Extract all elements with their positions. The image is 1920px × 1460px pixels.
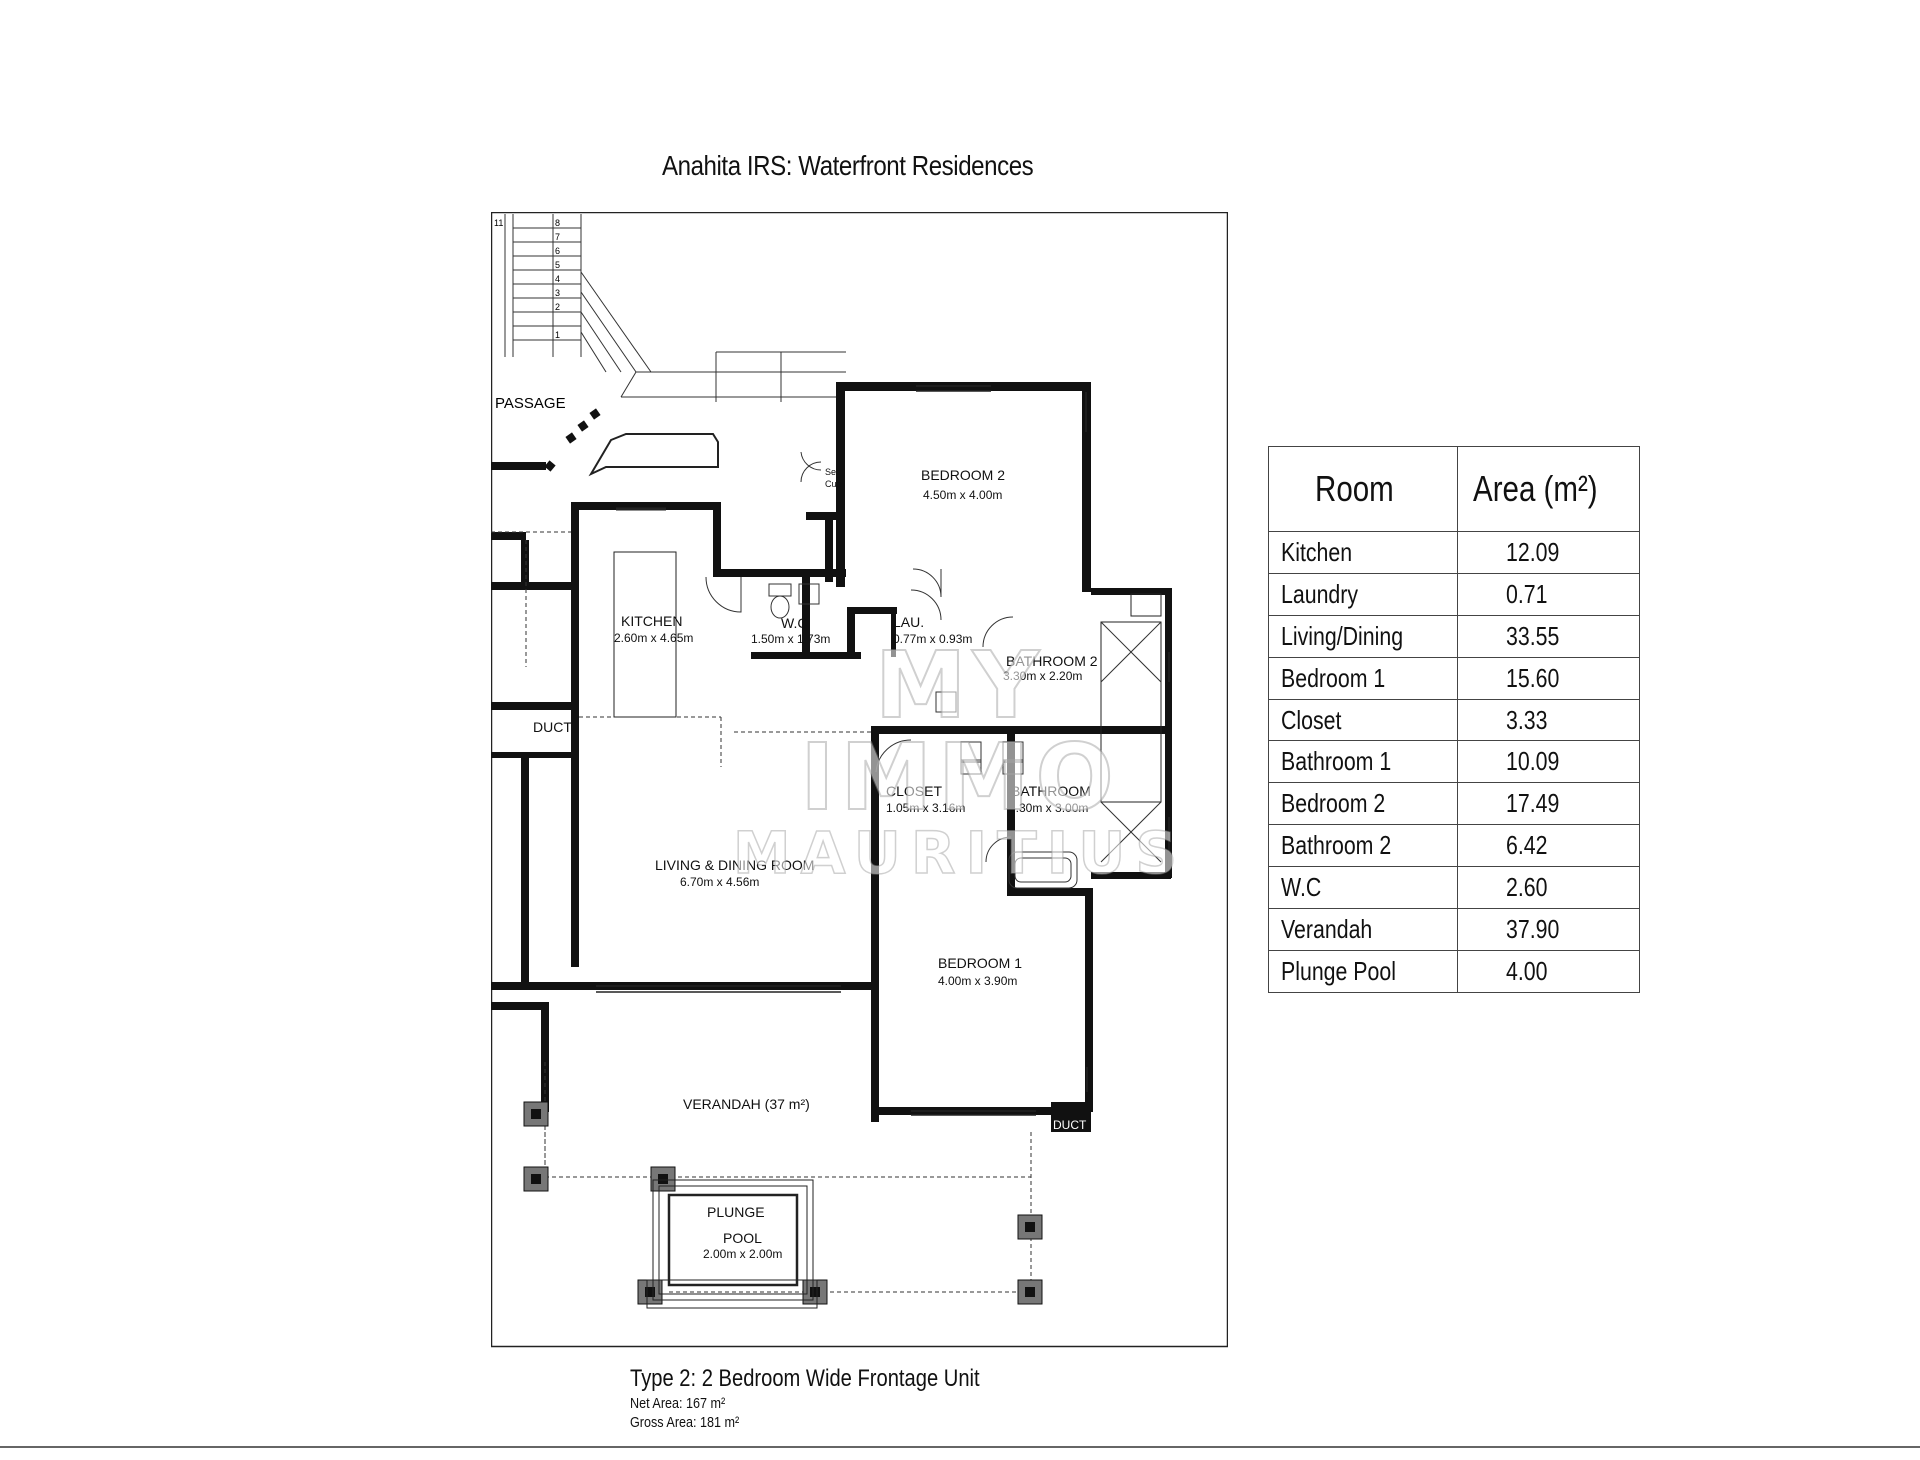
stair-step-11: 11 bbox=[494, 218, 503, 228]
room-name: Bedroom 2 bbox=[1281, 788, 1386, 819]
table-row: Bedroom 1 15.60 bbox=[1268, 656, 1640, 700]
stair-step-3: 3 bbox=[555, 288, 560, 298]
room-area: 2.60 bbox=[1506, 872, 1548, 903]
stair-step-1: 1 bbox=[555, 330, 560, 340]
header-room: Room bbox=[1268, 446, 1458, 532]
room-name: Bathroom 1 bbox=[1281, 746, 1392, 777]
walls bbox=[491, 382, 1172, 1132]
bathroom2-label: BATHROOM 2 bbox=[1006, 653, 1098, 669]
table-row: Laundry 0.71 bbox=[1268, 572, 1640, 616]
staircase bbox=[504, 214, 846, 402]
closet-dims: 1.05m x 3.16m bbox=[886, 801, 965, 815]
verandah-label: VERANDAH (37 m²) bbox=[683, 1096, 810, 1112]
stair-step-6: 6 bbox=[555, 246, 560, 256]
room-name: Bathroom 2 bbox=[1281, 830, 1392, 861]
room-name: Closet bbox=[1281, 704, 1342, 735]
floor-plan: 11 8 7 6 5 4 3 2 1 PASSAGE bbox=[491, 212, 1228, 1348]
ser-label: Ser. bbox=[825, 467, 841, 477]
room-area: 3.33 bbox=[1506, 704, 1548, 735]
bedroom1-label: BEDROOM 1 bbox=[938, 955, 1022, 971]
table-row: W.C 2.60 bbox=[1268, 866, 1640, 910]
table-row: Bedroom 2 17.49 bbox=[1268, 782, 1640, 826]
room-name: Laundry bbox=[1281, 578, 1359, 609]
kitchen-dims: 2.60m x 4.65m bbox=[614, 631, 693, 645]
plunge-pool bbox=[646, 1179, 818, 1309]
room-name: Plunge Pool bbox=[1281, 955, 1396, 986]
duct-label-1: DUCT bbox=[533, 719, 572, 735]
table-row: Plunge Pool 4.00 bbox=[1268, 949, 1640, 993]
windows bbox=[596, 385, 1170, 1116]
room-name: Bedroom 1 bbox=[1281, 662, 1386, 693]
duct-label-2: DUCT bbox=[1053, 1118, 1087, 1132]
entry-walls bbox=[565, 408, 601, 444]
table-row: Kitchen 12.09 bbox=[1268, 531, 1640, 574]
room-area: 12.09 bbox=[1506, 536, 1560, 567]
header-area: Area (m²) bbox=[1457, 446, 1640, 532]
lau-label: LAU. bbox=[893, 614, 924, 630]
cup-label: Cup. bbox=[825, 479, 844, 489]
room-area: 4.00 bbox=[1506, 955, 1548, 986]
unit-type: Type 2: 2 Bedroom Wide Frontage Unit bbox=[630, 1365, 980, 1392]
bedroom1-dims: 4.00m x 3.90m bbox=[938, 974, 1017, 988]
living-label: LIVING & DINING ROOM bbox=[655, 857, 814, 873]
kitchen-bench bbox=[613, 551, 677, 718]
pool-dims: 2.00m x 2.00m bbox=[703, 1247, 782, 1261]
stair-step-2: 2 bbox=[555, 302, 560, 312]
page-title: Anahita IRS: Waterfront Residences bbox=[662, 150, 1034, 181]
counter bbox=[588, 433, 719, 477]
room-area: 17.49 bbox=[1506, 788, 1560, 819]
room-name: Kitchen bbox=[1281, 536, 1353, 567]
room-area: 0.71 bbox=[1506, 578, 1548, 609]
bedroom2-label: BEDROOM 2 bbox=[921, 467, 1005, 483]
room-area: 37.90 bbox=[1506, 913, 1560, 944]
doors bbox=[705, 451, 1014, 863]
bedroom2-dims: 4.50m x 4.00m bbox=[923, 488, 1002, 502]
stair-step-7: 7 bbox=[555, 232, 560, 242]
table-row: Closet 3.33 bbox=[1268, 698, 1640, 742]
closet-label: CLOSET bbox=[886, 783, 942, 799]
bottom-divider bbox=[0, 1446, 1920, 1448]
gross-area: Gross Area: 181 m² bbox=[630, 1414, 740, 1431]
bathroom2-dims: 3.30m x 2.20m bbox=[1003, 669, 1082, 683]
kitchen-label: KITCHEN bbox=[621, 613, 682, 629]
table-row: Verandah 37.90 bbox=[1268, 908, 1640, 951]
stair-step-8: 8 bbox=[555, 218, 560, 228]
room-area: 33.55 bbox=[1506, 620, 1560, 651]
area-table-header: Room Area (m²) bbox=[1268, 446, 1640, 532]
lau-dims: 0.77m x 0.93m bbox=[893, 632, 972, 646]
table-row: Living/Dining 33.55 bbox=[1268, 614, 1640, 658]
bathroom-label: BATHROOM bbox=[1011, 783, 1091, 799]
room-name: Verandah bbox=[1281, 913, 1373, 944]
net-area: Net Area: 167 m² bbox=[630, 1395, 726, 1412]
passage-label: PASSAGE bbox=[495, 395, 566, 412]
room-area: 10.09 bbox=[1506, 746, 1560, 777]
wc-dims: 1.50m x 1.73m bbox=[751, 632, 830, 646]
room-name: Living/Dining bbox=[1281, 620, 1404, 651]
living-dims: 6.70m x 4.56m bbox=[680, 875, 759, 889]
verandah-columns bbox=[523, 1101, 1043, 1305]
fixtures bbox=[768, 583, 1162, 889]
stair-step-5: 5 bbox=[555, 260, 560, 270]
table-row: Bathroom 2 6.42 bbox=[1268, 824, 1640, 868]
unit-summary: Type 2: 2 Bedroom Wide Frontage Unit Net… bbox=[630, 1365, 1046, 1431]
room-name: W.C bbox=[1281, 872, 1322, 903]
pool-label-2: POOL bbox=[723, 1230, 762, 1246]
bathroom-dims: 3.30m x 3.00m bbox=[1009, 801, 1088, 815]
wc-label: W.C bbox=[781, 615, 807, 631]
room-area: 6.42 bbox=[1506, 830, 1548, 861]
room-area: 15.60 bbox=[1506, 662, 1560, 693]
table-row: Bathroom 1 10.09 bbox=[1268, 740, 1640, 784]
pool-label-1: PLUNGE bbox=[707, 1204, 765, 1220]
stair-step-4: 4 bbox=[555, 274, 560, 284]
